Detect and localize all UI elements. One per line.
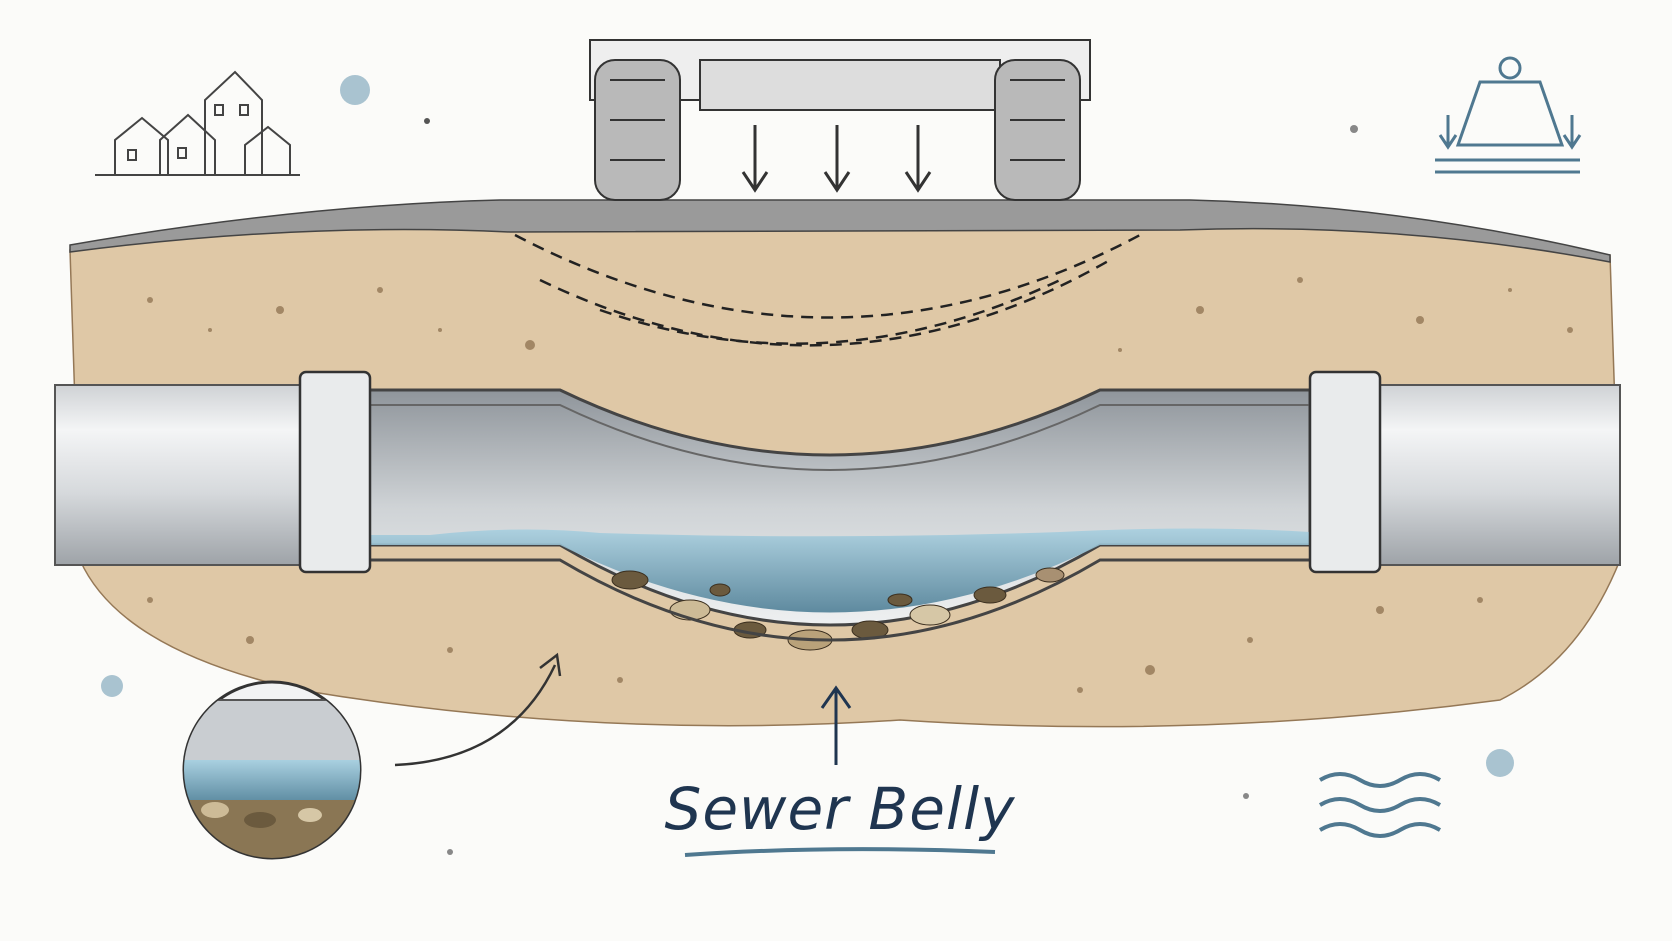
decorative-dots [101,75,1514,855]
label-underline [684,847,996,857]
houses-icon [95,70,300,176]
sewer-belly-label: Sewer Belly [664,775,1016,843]
truck [589,39,1091,201]
sagged-pipe-wall-top [365,404,1310,471]
lens-arrow [394,664,557,767]
water-waves-icon [1318,772,1442,838]
magnified-detail-lens [182,680,362,860]
pipe-coupling-left [298,370,372,574]
load-arrows-icon [741,125,932,193]
standing-water [365,528,1310,613]
road-surface [69,199,1611,263]
pipe-coupling-right [1308,370,1382,574]
sagged-pipe-wall-bottom [365,558,1310,642]
belly-pointer-arrow [820,685,852,765]
truck-wheel-left [594,59,681,201]
lens-arrow-head [539,652,562,677]
load-pressure-lines [514,233,1141,347]
soil-specks [147,277,1573,693]
debris [611,567,1065,651]
weight-icon [1435,56,1582,174]
truck-wheel-right [994,59,1081,201]
